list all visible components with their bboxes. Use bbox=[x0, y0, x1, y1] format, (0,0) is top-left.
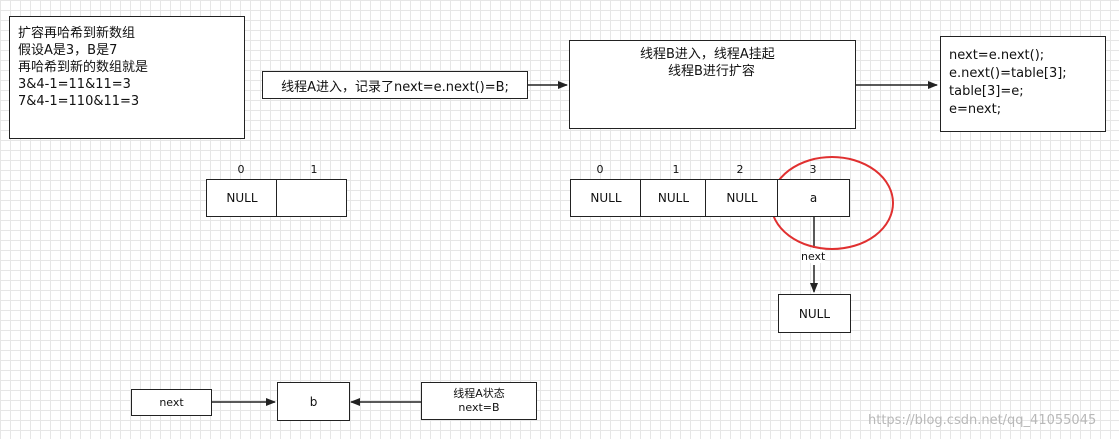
old-table-cell: NULL bbox=[206, 179, 278, 217]
new-table-cell: NULL bbox=[570, 179, 642, 217]
new-table-cell: NULL bbox=[640, 179, 707, 217]
rehash-line: 7&4-1=110&11=3 bbox=[18, 94, 140, 109]
old-table-cell bbox=[276, 179, 347, 217]
thread-a-state-line1: 线程A状态 bbox=[453, 387, 505, 400]
thread-b-box: 线程B进入，线程A挂起 线程B进行扩容 bbox=[569, 40, 856, 129]
rehash-line: 假设A是3，B是7 bbox=[18, 43, 118, 58]
new-table-index: 3 bbox=[809, 163, 817, 176]
new-table-index: 0 bbox=[596, 163, 604, 176]
thread-a-state-line2: next=B bbox=[458, 401, 500, 414]
node-b: b bbox=[277, 382, 350, 421]
bottom-next-label: next bbox=[131, 389, 212, 416]
thread-a-text: 线程A进入，记录了next=e.next()=B; bbox=[281, 79, 509, 95]
code-note: next=e.next(); e.next()=table[3]; table[… bbox=[940, 36, 1106, 132]
rehash-line: 3&4-1=11&11=3 bbox=[18, 77, 131, 92]
code-line: next=e.next(); bbox=[949, 48, 1045, 63]
thread-a-note: 线程A进入，记录了next=e.next()=B; bbox=[262, 71, 528, 99]
old-table-index: 0 bbox=[237, 163, 245, 176]
old-table-index: 1 bbox=[310, 163, 318, 176]
code-line: e.next()=table[3]; bbox=[949, 66, 1067, 81]
new-table-index: 2 bbox=[736, 163, 744, 176]
rehash-note: 扩容再哈希到新数组 假设A是3，B是7 再哈希到新的数组就是 3&4-1=11&… bbox=[9, 16, 245, 139]
code-line: e=next; bbox=[949, 102, 1002, 117]
thread-b-line2: 线程B进行扩容 bbox=[668, 64, 755, 79]
edge-label-next: next bbox=[801, 250, 826, 263]
thread-b-line1: 线程B进入，线程A挂起 bbox=[640, 47, 775, 62]
new-table-index: 1 bbox=[672, 163, 680, 176]
new-table-cell-a: a bbox=[777, 179, 850, 217]
code-line: table[3]=e; bbox=[949, 84, 1024, 99]
thread-a-state: 线程A状态 next=B bbox=[421, 382, 537, 420]
watermark: https://blog.csdn.net/qq_41055045 bbox=[868, 413, 1097, 428]
new-table-cell: NULL bbox=[705, 179, 779, 217]
rehash-line: 扩容再哈希到新数组 bbox=[18, 26, 136, 41]
rehash-line: 再哈希到新的数组就是 bbox=[18, 60, 149, 75]
chain-null-node: NULL bbox=[778, 294, 851, 333]
